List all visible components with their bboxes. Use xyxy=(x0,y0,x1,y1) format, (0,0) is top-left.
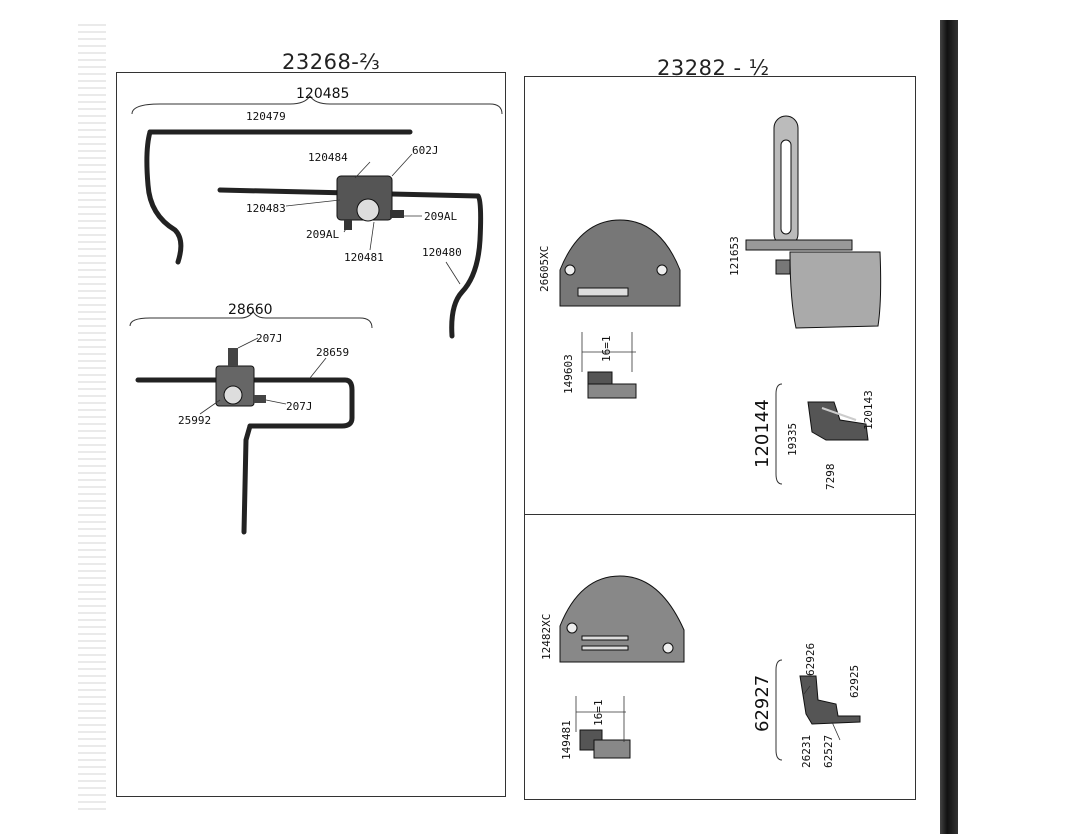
right-panel-frame xyxy=(524,76,916,800)
screw-207j-top xyxy=(228,348,238,366)
label-62527: 62527 xyxy=(822,734,835,768)
label-149481: 149481 xyxy=(560,720,573,760)
guide-120480 xyxy=(449,193,484,339)
brace-120485 xyxy=(131,95,503,115)
label-209al-right: 209AL xyxy=(424,210,458,223)
label-602j: 602J xyxy=(412,144,439,157)
presser-foot-62927 xyxy=(799,675,861,725)
scan-edge-right xyxy=(940,20,958,834)
label-19335: 19335 xyxy=(786,422,799,456)
brace-28660 xyxy=(129,309,373,329)
right-panel-divider xyxy=(524,514,916,515)
label-120143: 120143 xyxy=(862,390,875,430)
label-62927: 62927 xyxy=(752,674,773,732)
guide-28659 xyxy=(135,377,355,429)
presser-foot-120144 xyxy=(807,401,869,441)
guide-28659-leg xyxy=(241,423,253,535)
clamp-hole xyxy=(356,198,380,222)
left-panel-frame xyxy=(116,72,506,797)
rod-120479-bend xyxy=(144,129,184,265)
left-panel-title: 23268-⅔ xyxy=(282,50,381,74)
label-62925: 62925 xyxy=(848,664,861,698)
throat-plate-26605xc xyxy=(559,219,681,307)
screw-209al xyxy=(390,210,404,218)
label-120483: 120483 xyxy=(246,202,286,215)
label-120480: 120480 xyxy=(422,246,462,259)
label-12482xc: 12482XC xyxy=(540,613,553,660)
label-120481: 120481 xyxy=(344,251,384,264)
brace-62927 xyxy=(775,659,783,761)
label-121653: 121653 xyxy=(728,236,741,276)
label-209al-bottom: 209AL xyxy=(306,228,340,241)
label-120484: 120484 xyxy=(308,151,348,164)
label-62926: 62926 xyxy=(804,642,817,676)
scan-edge-left xyxy=(78,20,106,810)
label-149603: 149603 xyxy=(562,354,575,394)
label-120485: 120485 xyxy=(296,86,350,102)
label-207j-top: 207J xyxy=(256,332,283,345)
label-120479: 120479 xyxy=(246,110,286,123)
label-26605xc: 26605XC xyxy=(538,245,551,292)
label-7298: 7298 xyxy=(824,463,837,491)
label-120144: 120144 xyxy=(752,399,773,468)
label-28660: 28660 xyxy=(228,302,273,318)
label-16-1-bottom: 16=1 xyxy=(592,699,605,727)
label-207j-right: 207J xyxy=(286,400,313,413)
label-28659: 28659 xyxy=(316,346,350,359)
label-25992: 25992 xyxy=(178,414,212,427)
feed-dog-149603 xyxy=(587,371,613,385)
screw-207j-right xyxy=(254,395,266,403)
brace-120144 xyxy=(775,383,783,485)
label-16-1-top: 16=1 xyxy=(600,335,613,363)
label-26231: 26231 xyxy=(800,734,813,768)
